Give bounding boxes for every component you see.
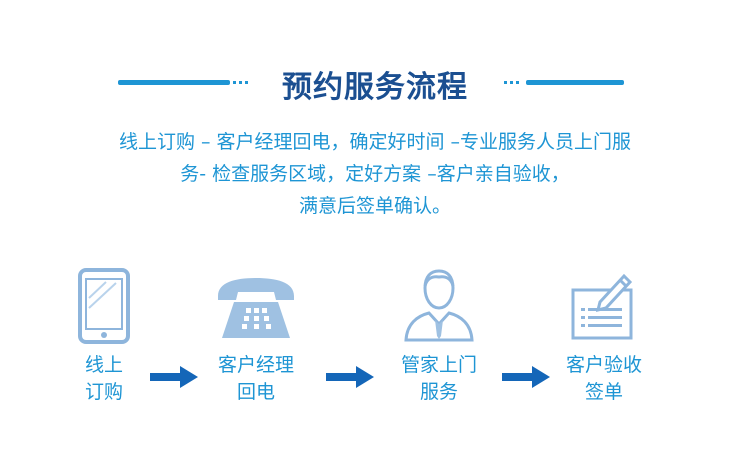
step-label-order-online: 线上 订购 bbox=[84, 354, 123, 403]
title-decor-dots-right bbox=[504, 81, 522, 84]
arrow-right-icon bbox=[326, 366, 374, 388]
title-row: 预约服务流程 bbox=[0, 58, 750, 108]
page-title: 预约服务流程 bbox=[282, 70, 468, 105]
title-decor-line-right bbox=[526, 80, 624, 85]
service-person-icon bbox=[404, 269, 474, 342]
step-label-manager-callback: 客户经理 回电 bbox=[217, 354, 294, 403]
description-line-2: 务- 检查服务区域，定好方案 –客户亲自验收， bbox=[180, 163, 570, 185]
arrow-right-icon bbox=[150, 366, 198, 388]
process-description: 线上订购 – 客户经理回电，确定好时间 –专业服务人员上门服 务- 检查服务区域… bbox=[40, 126, 710, 222]
step-label-acceptance-sign: 客户验收 签单 bbox=[565, 354, 642, 403]
description-line-3: 满意后签单确认。 bbox=[298, 195, 451, 217]
step-label-onsite-service: 管家上门 服务 bbox=[400, 354, 477, 403]
telephone-icon bbox=[218, 278, 294, 338]
arrow-right-icon bbox=[502, 366, 550, 388]
signing-form-icon bbox=[571, 273, 633, 340]
smartphone-icon bbox=[78, 268, 130, 344]
title-decor-line-left bbox=[118, 80, 230, 85]
description-line-1: 线上订购 – 客户经理回电，确定好时间 –专业服务人员上门服 bbox=[118, 131, 632, 153]
title-decor-dots-left bbox=[233, 81, 251, 84]
